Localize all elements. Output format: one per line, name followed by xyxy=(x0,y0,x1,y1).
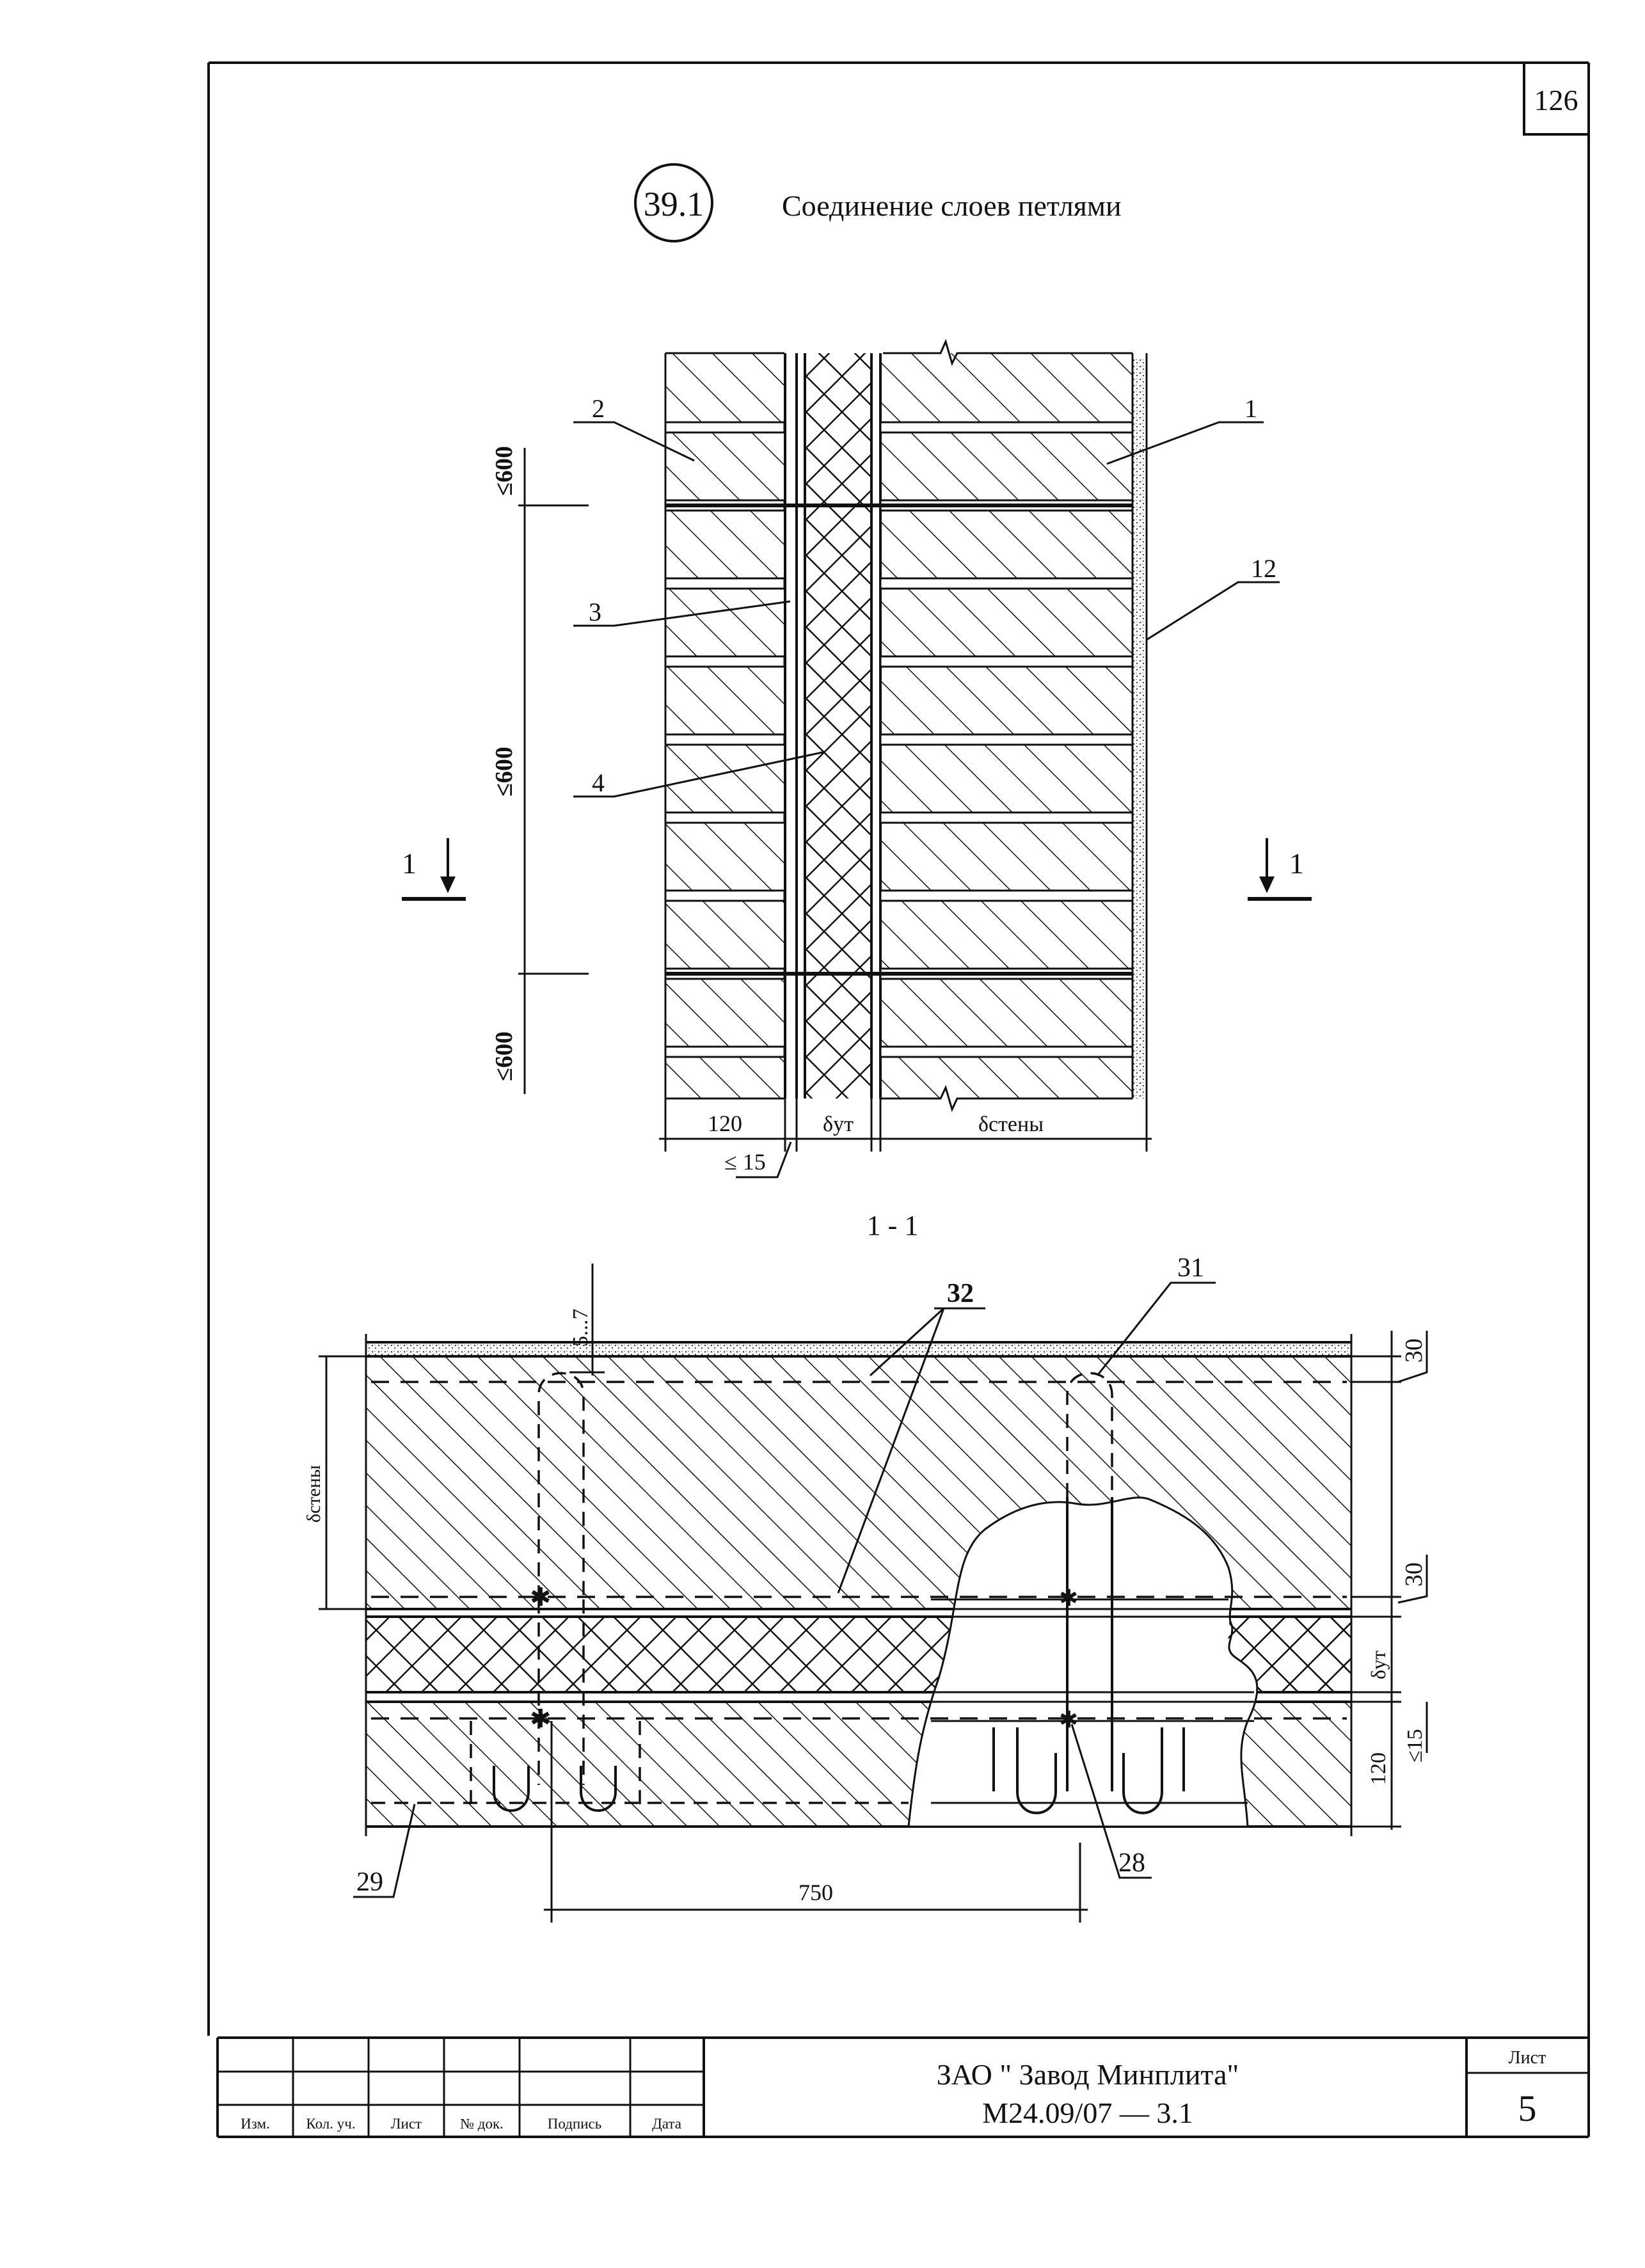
company-name: ЗАО " Завод Минплита" xyxy=(937,2058,1239,2091)
dim-right-30-mid: 30 xyxy=(1401,1562,1427,1587)
detail-header: 39.1 Соединение слоев петлями xyxy=(634,163,1122,242)
callout-32: 32 xyxy=(947,1279,974,1308)
section-title: 1 - 1 xyxy=(867,1210,919,1241)
detail-title: Соединение слоев петлями xyxy=(782,189,1122,222)
callout-12: 12 xyxy=(1251,554,1276,583)
dim-top-clearance: 5...7 xyxy=(569,1309,592,1347)
svg-text:✱: ✱ xyxy=(1059,1585,1078,1611)
dim-tie-spacing: 750 xyxy=(799,1880,833,1905)
dim-right-gap: ≤15 xyxy=(1403,1729,1427,1763)
dim-spacing-middle: ≤600 xyxy=(491,747,518,797)
callout-1: 1 xyxy=(1244,394,1257,423)
callout-31: 31 xyxy=(1177,1253,1204,1283)
svg-text:✱: ✱ xyxy=(1059,1707,1078,1733)
dim-insulation: δут xyxy=(823,1113,854,1136)
section-mark-right: 1 xyxy=(1248,838,1312,901)
col-signature: Подпись xyxy=(548,2116,601,2132)
elevation-view: ≤600 ≤600 ≤600 2 3 4 1 12 1 1 xyxy=(402,338,1312,1178)
detail-marker-circle xyxy=(634,163,713,242)
dim-spacing-top: ≤600 xyxy=(491,446,518,496)
svg-text:✱: ✱ xyxy=(530,1704,552,1733)
title-block: Изм. Кол. уч. Лист № док. Подпись Дата З… xyxy=(218,2036,1589,2138)
dim-gap: ≤ 15 xyxy=(724,1149,766,1175)
detail-marker-text: 39.1 xyxy=(644,185,704,223)
document-code: М24.09/07 — 3.1 xyxy=(982,2097,1193,2129)
dim-brick-120: 120 xyxy=(708,1111,742,1136)
svg-text:✱: ✱ xyxy=(530,1583,552,1612)
callout-28: 28 xyxy=(1118,1848,1145,1878)
sheet-label: Лист xyxy=(1509,2048,1546,2068)
callout-3: 3 xyxy=(589,598,601,626)
dim-wall: δстены xyxy=(978,1113,1044,1136)
dim-wall-thickness: δстены xyxy=(303,1465,324,1523)
section-mark-left: 1 xyxy=(402,838,466,901)
callout-4: 4 xyxy=(592,768,605,797)
col-doc-no: № док. xyxy=(460,2116,504,2132)
dim-right-insulation: δут xyxy=(1367,1651,1390,1679)
sheet-number: 5 xyxy=(1518,2088,1537,2129)
svg-text:1: 1 xyxy=(1289,847,1304,880)
dim-spacing-bottom: ≤600 xyxy=(491,1031,518,1081)
callout-29: 29 xyxy=(356,1868,383,1897)
dim-right-30-top: 30 xyxy=(1401,1338,1427,1363)
cutaway-region xyxy=(907,1496,1259,1828)
corner-sheet-number-text: 126 xyxy=(1534,84,1578,116)
col-izm: Изм. xyxy=(241,2116,270,2132)
sheet-frame xyxy=(207,61,1590,2137)
section-view: ✱ ✱ ✱ ✱ 32 31 28 29 5...7 δстены xyxy=(303,1253,1428,1923)
corner-sheet-number: 126 xyxy=(1523,63,1589,136)
col-date: Дата xyxy=(652,2116,681,2132)
col-kol-uch: Кол. уч. xyxy=(306,2116,355,2132)
col-list: Лист xyxy=(391,2116,422,2132)
dim-right-brick: 120 xyxy=(1367,1752,1390,1785)
svg-text:1: 1 xyxy=(402,847,417,880)
callout-2: 2 xyxy=(592,394,605,423)
